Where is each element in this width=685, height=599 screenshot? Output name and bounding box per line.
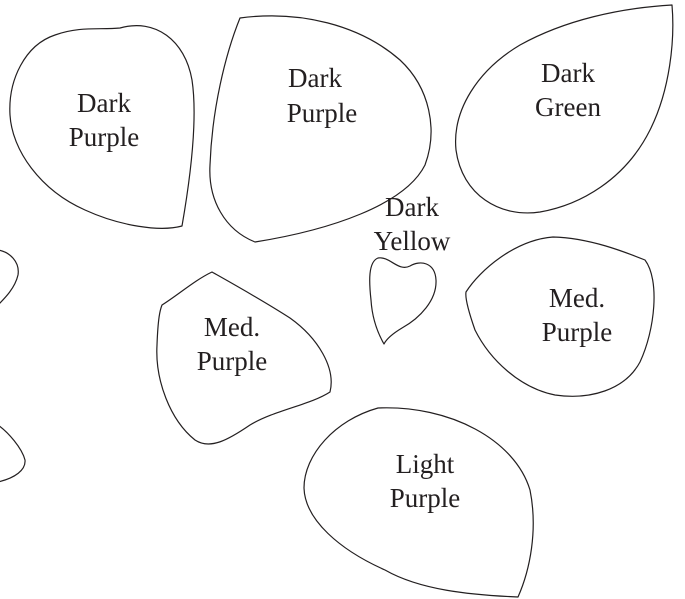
- piece-outline: [455, 4, 674, 214]
- svg-text:Green: Green: [535, 92, 601, 122]
- piece-outline: [156, 271, 332, 445]
- piece-label-line2: Green: [535, 92, 601, 122]
- piece-dark-purple-left[interactable]: Dark Purple: [9, 25, 195, 229]
- piece-outline: [465, 236, 655, 397]
- svg-text:Yellow: Yellow: [374, 226, 451, 256]
- piece-label-line2: Purple: [390, 483, 461, 513]
- piece-outline: [9, 25, 195, 229]
- svg-text:Purple: Purple: [69, 122, 140, 152]
- svg-text:Purple: Purple: [542, 317, 613, 347]
- piece-dark-purple-center[interactable]: Dark Purple: [209, 15, 432, 243]
- piece-outline: [209, 15, 432, 243]
- svg-text:Purple: Purple: [390, 483, 461, 513]
- piece-label-line1: Dark: [541, 58, 595, 88]
- piece-label-line2: Purple: [542, 317, 613, 347]
- svg-text:Dark: Dark: [385, 192, 439, 222]
- piece-dark-yellow[interactable]: Dark Yellow: [369, 192, 451, 345]
- piece-dark-green[interactable]: Dark Green: [455, 4, 674, 214]
- svg-text:Purple: Purple: [197, 346, 268, 376]
- piece-label-line2: Yellow: [374, 226, 451, 256]
- piece-label-line1: Med.: [204, 312, 260, 342]
- piece-med-purple-right[interactable]: Med. Purple: [465, 236, 655, 397]
- piece-label-line1: Light: [396, 449, 455, 479]
- piece-outline: [303, 407, 534, 598]
- svg-text:Purple: Purple: [287, 98, 358, 128]
- piece-label-line1: Dark: [77, 88, 131, 118]
- piece-outline: [0, 249, 19, 304]
- piece-outline: [369, 257, 437, 345]
- piece-label-line1: Dark: [288, 63, 342, 93]
- piece-label-line2: Purple: [197, 346, 268, 376]
- piece-light-purple[interactable]: Light Purple: [303, 407, 534, 598]
- piece-label-line1: Med.: [549, 283, 605, 313]
- piece-outline: [0, 425, 26, 483]
- piece-label-line2: Purple: [287, 98, 358, 128]
- svg-text:Med.: Med.: [549, 283, 605, 313]
- piece-label-line2: Purple: [69, 122, 140, 152]
- piece-partial-edge-lower: [0, 425, 26, 483]
- svg-text:Med.: Med.: [204, 312, 260, 342]
- svg-text:Dark: Dark: [541, 58, 595, 88]
- piece-med-purple-left[interactable]: Med. Purple: [156, 271, 332, 445]
- piece-label-line1: Dark: [385, 192, 439, 222]
- svg-text:Dark: Dark: [77, 88, 131, 118]
- svg-text:Dark: Dark: [288, 63, 342, 93]
- piece-partial-edge-upper: [0, 249, 19, 304]
- svg-text:Light: Light: [396, 449, 455, 479]
